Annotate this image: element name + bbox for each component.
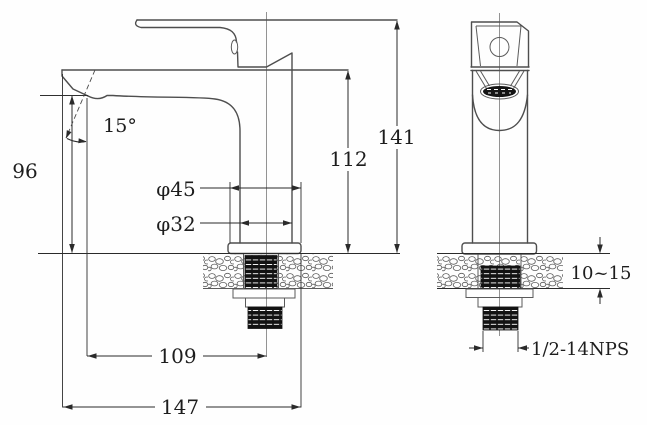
dim-base-diameter-label: φ45 <box>156 177 195 201</box>
dim-body-diameter: φ32 <box>156 212 292 236</box>
front-thread-block <box>480 265 521 289</box>
dim-total-reach-label: 147 <box>161 395 199 419</box>
washer <box>232 288 296 299</box>
dim-total-height-label: 141 <box>377 125 415 149</box>
handle-lever <box>134 19 398 71</box>
side-fixing-hardware <box>232 288 296 329</box>
lock-nut <box>245 297 285 308</box>
side-view <box>38 12 400 357</box>
front-fixing-hardware <box>465 288 534 331</box>
dim-spout-height-label: 112 <box>329 147 367 171</box>
thread-tail <box>247 306 283 329</box>
dim-deck-thickness-label: 10~15 <box>571 263 632 284</box>
front-deck <box>437 253 610 289</box>
front-view <box>437 13 610 336</box>
dim-deck-thickness: 10~15 <box>571 237 632 304</box>
dim-thread-spec: 1/2-14NPS <box>469 331 629 360</box>
spout-head <box>470 69 530 132</box>
dim-spout-height: 112 <box>328 70 368 253</box>
dim-base-diameter: φ45 <box>156 177 302 243</box>
front-thread-tail <box>482 306 519 331</box>
dim-total-reach: 147 <box>62 74 302 419</box>
dim-back-height-label: 96 <box>12 159 37 183</box>
dim-back-height: 96 <box>12 95 88 253</box>
spout-body-profile <box>61 69 349 244</box>
dim-thread-spec-label: 1/2-14NPS <box>531 339 629 360</box>
dim-total-height: 141 <box>377 20 417 253</box>
dim-center-reach: 109 <box>87 344 267 368</box>
lever-joint-ellipse <box>230 39 239 55</box>
dim-spout-angle: 15° <box>65 69 137 356</box>
side-deck <box>38 253 400 289</box>
thread-block <box>244 255 278 289</box>
body-column <box>471 69 529 244</box>
handle-head <box>470 21 530 68</box>
dim-center-reach-label: 109 <box>158 344 196 368</box>
base-flange <box>227 242 302 255</box>
front-lock-nut <box>477 297 523 308</box>
dim-spout-angle-label: 15° <box>103 115 137 137</box>
dimension-annotations: 141 112 96 15° <box>12 20 632 419</box>
aerator <box>483 86 516 97</box>
dim-body-diameter-label: φ32 <box>156 212 195 236</box>
handle-hole <box>489 37 510 57</box>
